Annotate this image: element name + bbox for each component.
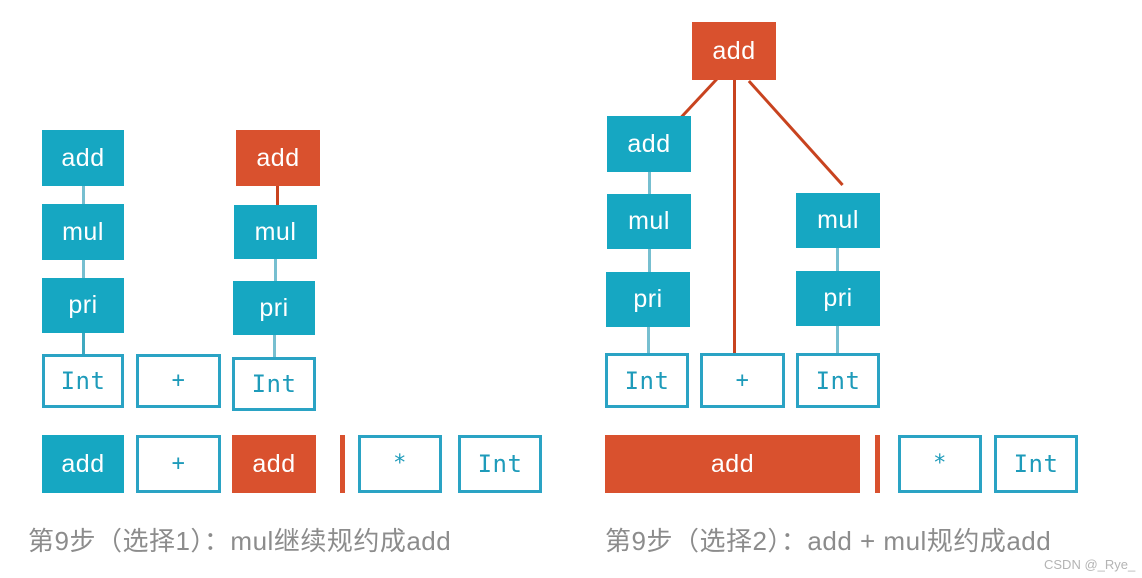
node-left-int-a: Int [42,354,124,408]
edge-left-mulb-prib [274,257,277,286]
node-label: add [712,36,756,65]
edge-right-prib-intb [836,326,839,354]
node-right-pri-a: pri [606,272,690,327]
node-right-pri-b: pri [796,271,880,326]
node-label: Int [815,366,861,395]
node-label: add [256,143,300,172]
node-left-mul-b: mul [234,205,317,259]
edge-right-mul-pri [648,247,651,274]
node-left-mul-a: mul [42,204,124,260]
node-label: pri [823,284,853,312]
stack-right-separator [875,435,880,493]
stack-left-add-2: add [232,435,316,493]
edge-left-prib-intb [273,334,276,359]
node-left-pri-b: pri [233,281,315,335]
node-label: pri [633,285,663,313]
node-label: add [710,449,755,478]
edge-left-add-mul [82,185,85,214]
node-right-mul-a: mul [607,194,691,249]
stack-left-plus-1: + [136,435,221,493]
node-left-pri-a: pri [42,278,124,333]
node-label: Int [1013,450,1059,478]
node-label: * [933,451,947,476]
node-left-add-b: add [236,130,320,186]
edge-right-mulb-prib [836,247,839,273]
node-right-plus: + [700,353,785,408]
node-label: Int [624,366,670,395]
stack-right-int: Int [994,435,1078,493]
caption-right: 第9步（选择2）：add + mul规约成add [605,526,1052,556]
stack-left-separator [340,435,345,493]
edge-left-mul-pri [82,259,85,285]
node-left-plus: + [136,354,221,408]
node-label: mul [254,217,297,246]
node-left-int-b: Int [232,357,316,411]
node-label: mul [62,217,104,246]
node-label: add [61,449,105,478]
node-right-add-a: add [607,116,691,172]
edge-left-addb-mul [276,185,279,207]
node-label: + [735,367,750,393]
stack-right-star: * [898,435,982,493]
stack-left-star-4: * [358,435,442,493]
node-label: add [252,449,296,478]
stack-right-add-wide: add [605,435,860,493]
node-label: + [171,368,186,393]
stack-left-int-5: Int [458,435,542,493]
node-label: mul [817,206,859,234]
node-label: * [393,451,407,476]
node-right-int-a: Int [605,353,689,408]
node-label: Int [60,367,106,395]
edge-left-pri-int [82,331,85,356]
edge-right-root-to-plus [733,80,736,355]
node-label: Int [477,450,523,478]
edge-right-add-mul [648,170,651,197]
node-right-mul-b: mul [796,193,880,248]
watermark-label: CSDN @_Rye_ [1044,557,1136,572]
node-label: pri [259,293,289,322]
node-left-add-a: add [42,130,124,186]
stack-left-add-0: add [42,435,124,493]
edge-right-root-to-mul [747,80,844,187]
node-right-int-b: Int [796,353,880,408]
node-label: Int [251,370,297,398]
edge-right-pri-int [647,327,650,355]
node-label: pri [68,291,98,319]
node-label: add [61,143,105,172]
node-label: mul [628,207,670,235]
node-label: add [627,129,671,158]
node-label: + [171,451,186,476]
node-right-root-add: add [692,22,776,80]
caption-left: 第9步（选择1）：mul继续规约成add [28,526,452,556]
